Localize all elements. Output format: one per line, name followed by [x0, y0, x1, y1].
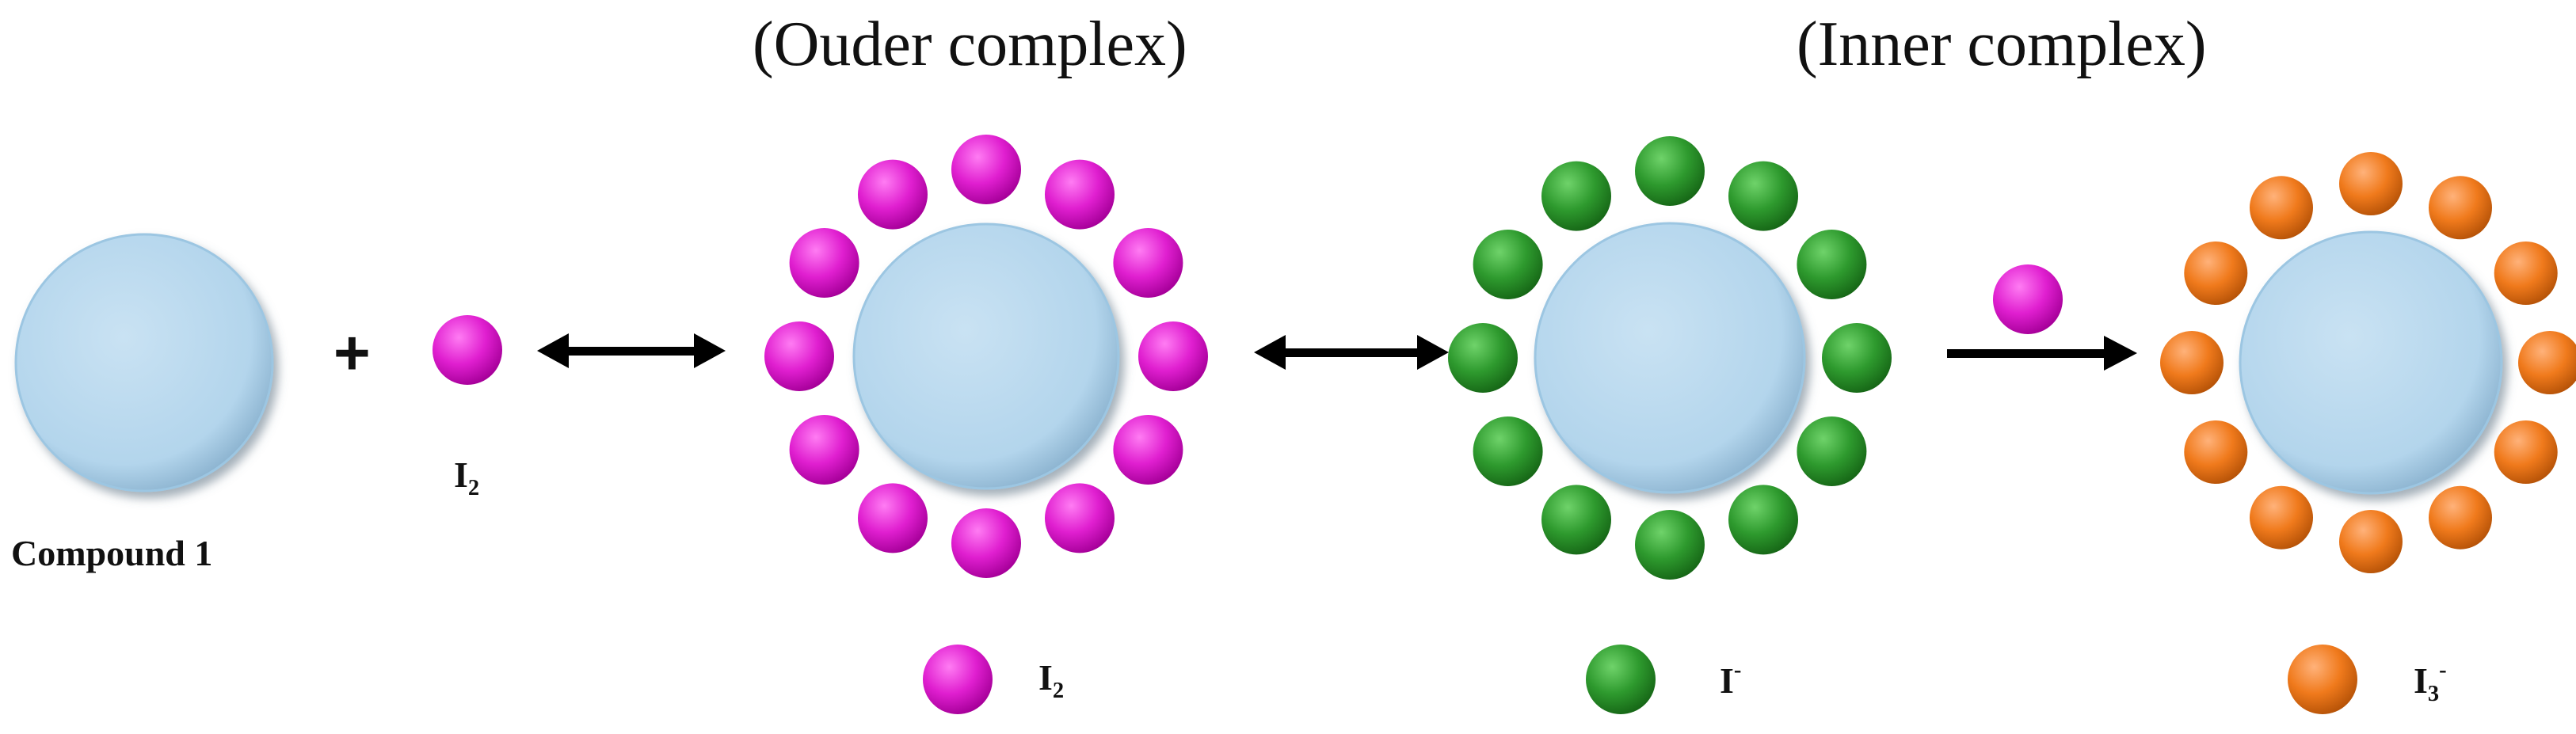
outer-complex-i2-ring	[764, 135, 1208, 578]
outer-ring-i2-sphere	[789, 415, 859, 485]
legend-triiodide-subscript: 3	[2427, 681, 2440, 706]
reagent-subscript: 2	[467, 475, 480, 500]
inner-complex-host	[1534, 222, 1806, 494]
legend-triiodide-symbol: I	[2414, 660, 2428, 701]
legend-iodide-superscript: -	[1733, 658, 1742, 683]
inner-ring-iodide-sphere	[1728, 161, 1798, 231]
inner-ring-iodide-sphere	[1797, 230, 1867, 299]
added-i2-molecule	[1993, 264, 2063, 334]
legend-iodide-dot	[1586, 645, 1656, 714]
compound-label: Compound 1	[11, 533, 213, 573]
product-ring-triiodide-sphere	[2494, 241, 2558, 305]
inner-ring-iodide-sphere	[1635, 136, 1705, 206]
compound-1-sphere	[14, 233, 274, 493]
legend-triiodide-label: I3-	[2414, 658, 2447, 706]
inner-ring-iodide-sphere	[1473, 416, 1543, 486]
product-ring-triiodide-sphere	[2494, 420, 2558, 484]
outer-ring-i2-sphere	[764, 321, 834, 391]
legend-i2-symbol: I	[1038, 657, 1053, 698]
product-ring-triiodide-sphere	[2518, 331, 2576, 394]
inner-ring-iodide-sphere	[1541, 485, 1611, 555]
reagent-symbol: I	[454, 454, 468, 495]
outer-ring-i2-sphere	[1138, 321, 1208, 391]
outer-ring-i2-sphere	[1045, 159, 1115, 230]
outer-ring-i2-sphere	[858, 159, 928, 230]
product-ring-triiodide-sphere	[2250, 176, 2313, 240]
product-ring-triiodide-sphere	[2160, 331, 2224, 394]
inner-ring-iodide-sphere	[1473, 230, 1543, 299]
inner-ring-iodide-sphere	[1797, 416, 1867, 486]
outer-ring-i2-sphere	[858, 483, 928, 553]
outer-ring-i2-sphere	[1113, 415, 1183, 485]
inner-complex-iodide-ring	[1448, 136, 1892, 580]
outer-ring-i2-sphere	[789, 228, 859, 298]
legend-triiodide-superscript: -	[2439, 658, 2447, 683]
reagent-label: I2	[454, 457, 479, 500]
inner-ring-iodide-sphere	[1635, 510, 1705, 580]
product-ring-triiodide-sphere	[2184, 420, 2248, 484]
legend-i2-label: I2	[1038, 660, 1064, 702]
outer-ring-i2-sphere	[951, 508, 1021, 578]
product-ring-triiodide-sphere	[2339, 152, 2403, 215]
inner-ring-iodide-sphere	[1822, 323, 1892, 393]
triiodide-complex-host	[2239, 230, 2503, 495]
outer-ring-i2-sphere	[1113, 228, 1183, 298]
product-ring-triiodide-sphere	[2339, 510, 2403, 573]
product-ring-triiodide-sphere	[2250, 485, 2313, 550]
legend-i2-dot	[923, 645, 993, 714]
outer-ring-i2-sphere	[951, 135, 1021, 204]
product-ring-triiodide-sphere	[2429, 485, 2492, 550]
legend-i2-subscript: 2	[1052, 678, 1065, 703]
i2-molecule	[433, 315, 502, 385]
reaction-arrow	[1947, 336, 2137, 371]
inner-ring-iodide-sphere	[1541, 161, 1611, 231]
product-ring-triiodide-sphere	[2184, 241, 2248, 305]
legend-iodide-label: I-	[1720, 658, 1742, 701]
outer-ring-i2-sphere	[1045, 483, 1115, 553]
equilibrium-arrow-2	[1254, 335, 1449, 370]
legend-iodide-symbol: I	[1720, 660, 1734, 701]
inner-ring-iodide-sphere	[1728, 485, 1798, 555]
equilibrium-arrow-1	[537, 333, 726, 368]
product-ring-triiodide-sphere	[2429, 176, 2492, 240]
inner-ring-iodide-sphere	[1448, 323, 1518, 393]
outer-complex-title: (Ouder complex)	[753, 10, 1187, 79]
outer-complex-host	[852, 222, 1120, 490]
plus-sign: +	[333, 318, 371, 388]
legend-triiodide-dot	[2288, 645, 2357, 714]
triiodide-complex-ring	[2160, 152, 2576, 573]
inner-complex-title: (Inner complex)	[1797, 10, 2207, 79]
